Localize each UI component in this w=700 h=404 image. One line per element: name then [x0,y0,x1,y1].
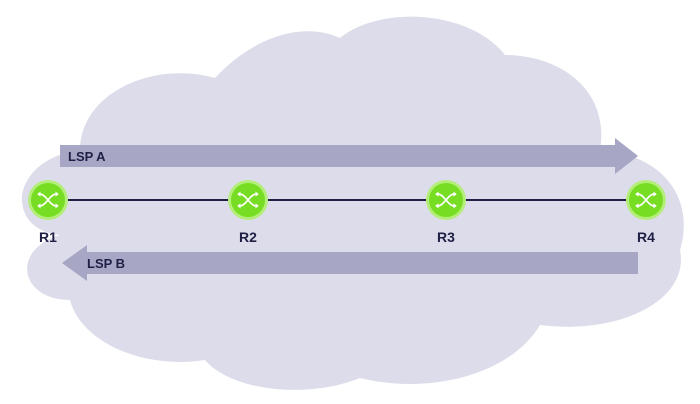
router-label-r2: R2 [239,229,257,245]
cloud-shape [21,16,684,390]
lsp-b-label: LSP B [87,256,125,271]
router-r2[interactable]: R2 [228,180,268,245]
lsp-b-arrow: LSP B [62,245,638,281]
router-label-r4: R4 [637,229,655,245]
router-label-r1: R1 [39,229,57,245]
lsp-b-arrow-shape [62,245,638,281]
lsp-layer: LSP A LSP B [60,138,638,281]
lsp-a-label: LSP A [68,149,106,164]
router-r4[interactable]: R4 [626,180,666,245]
network-cloud [21,16,684,390]
router-r3[interactable]: R3 [426,180,466,245]
lsp-a-arrow-shape [60,138,638,174]
router-r1[interactable]: R1 [28,180,68,245]
lsp-a-arrow: LSP A [60,138,638,174]
routers-layer: R1 R2 R3 R4 [28,180,666,245]
router-label-r3: R3 [437,229,455,245]
